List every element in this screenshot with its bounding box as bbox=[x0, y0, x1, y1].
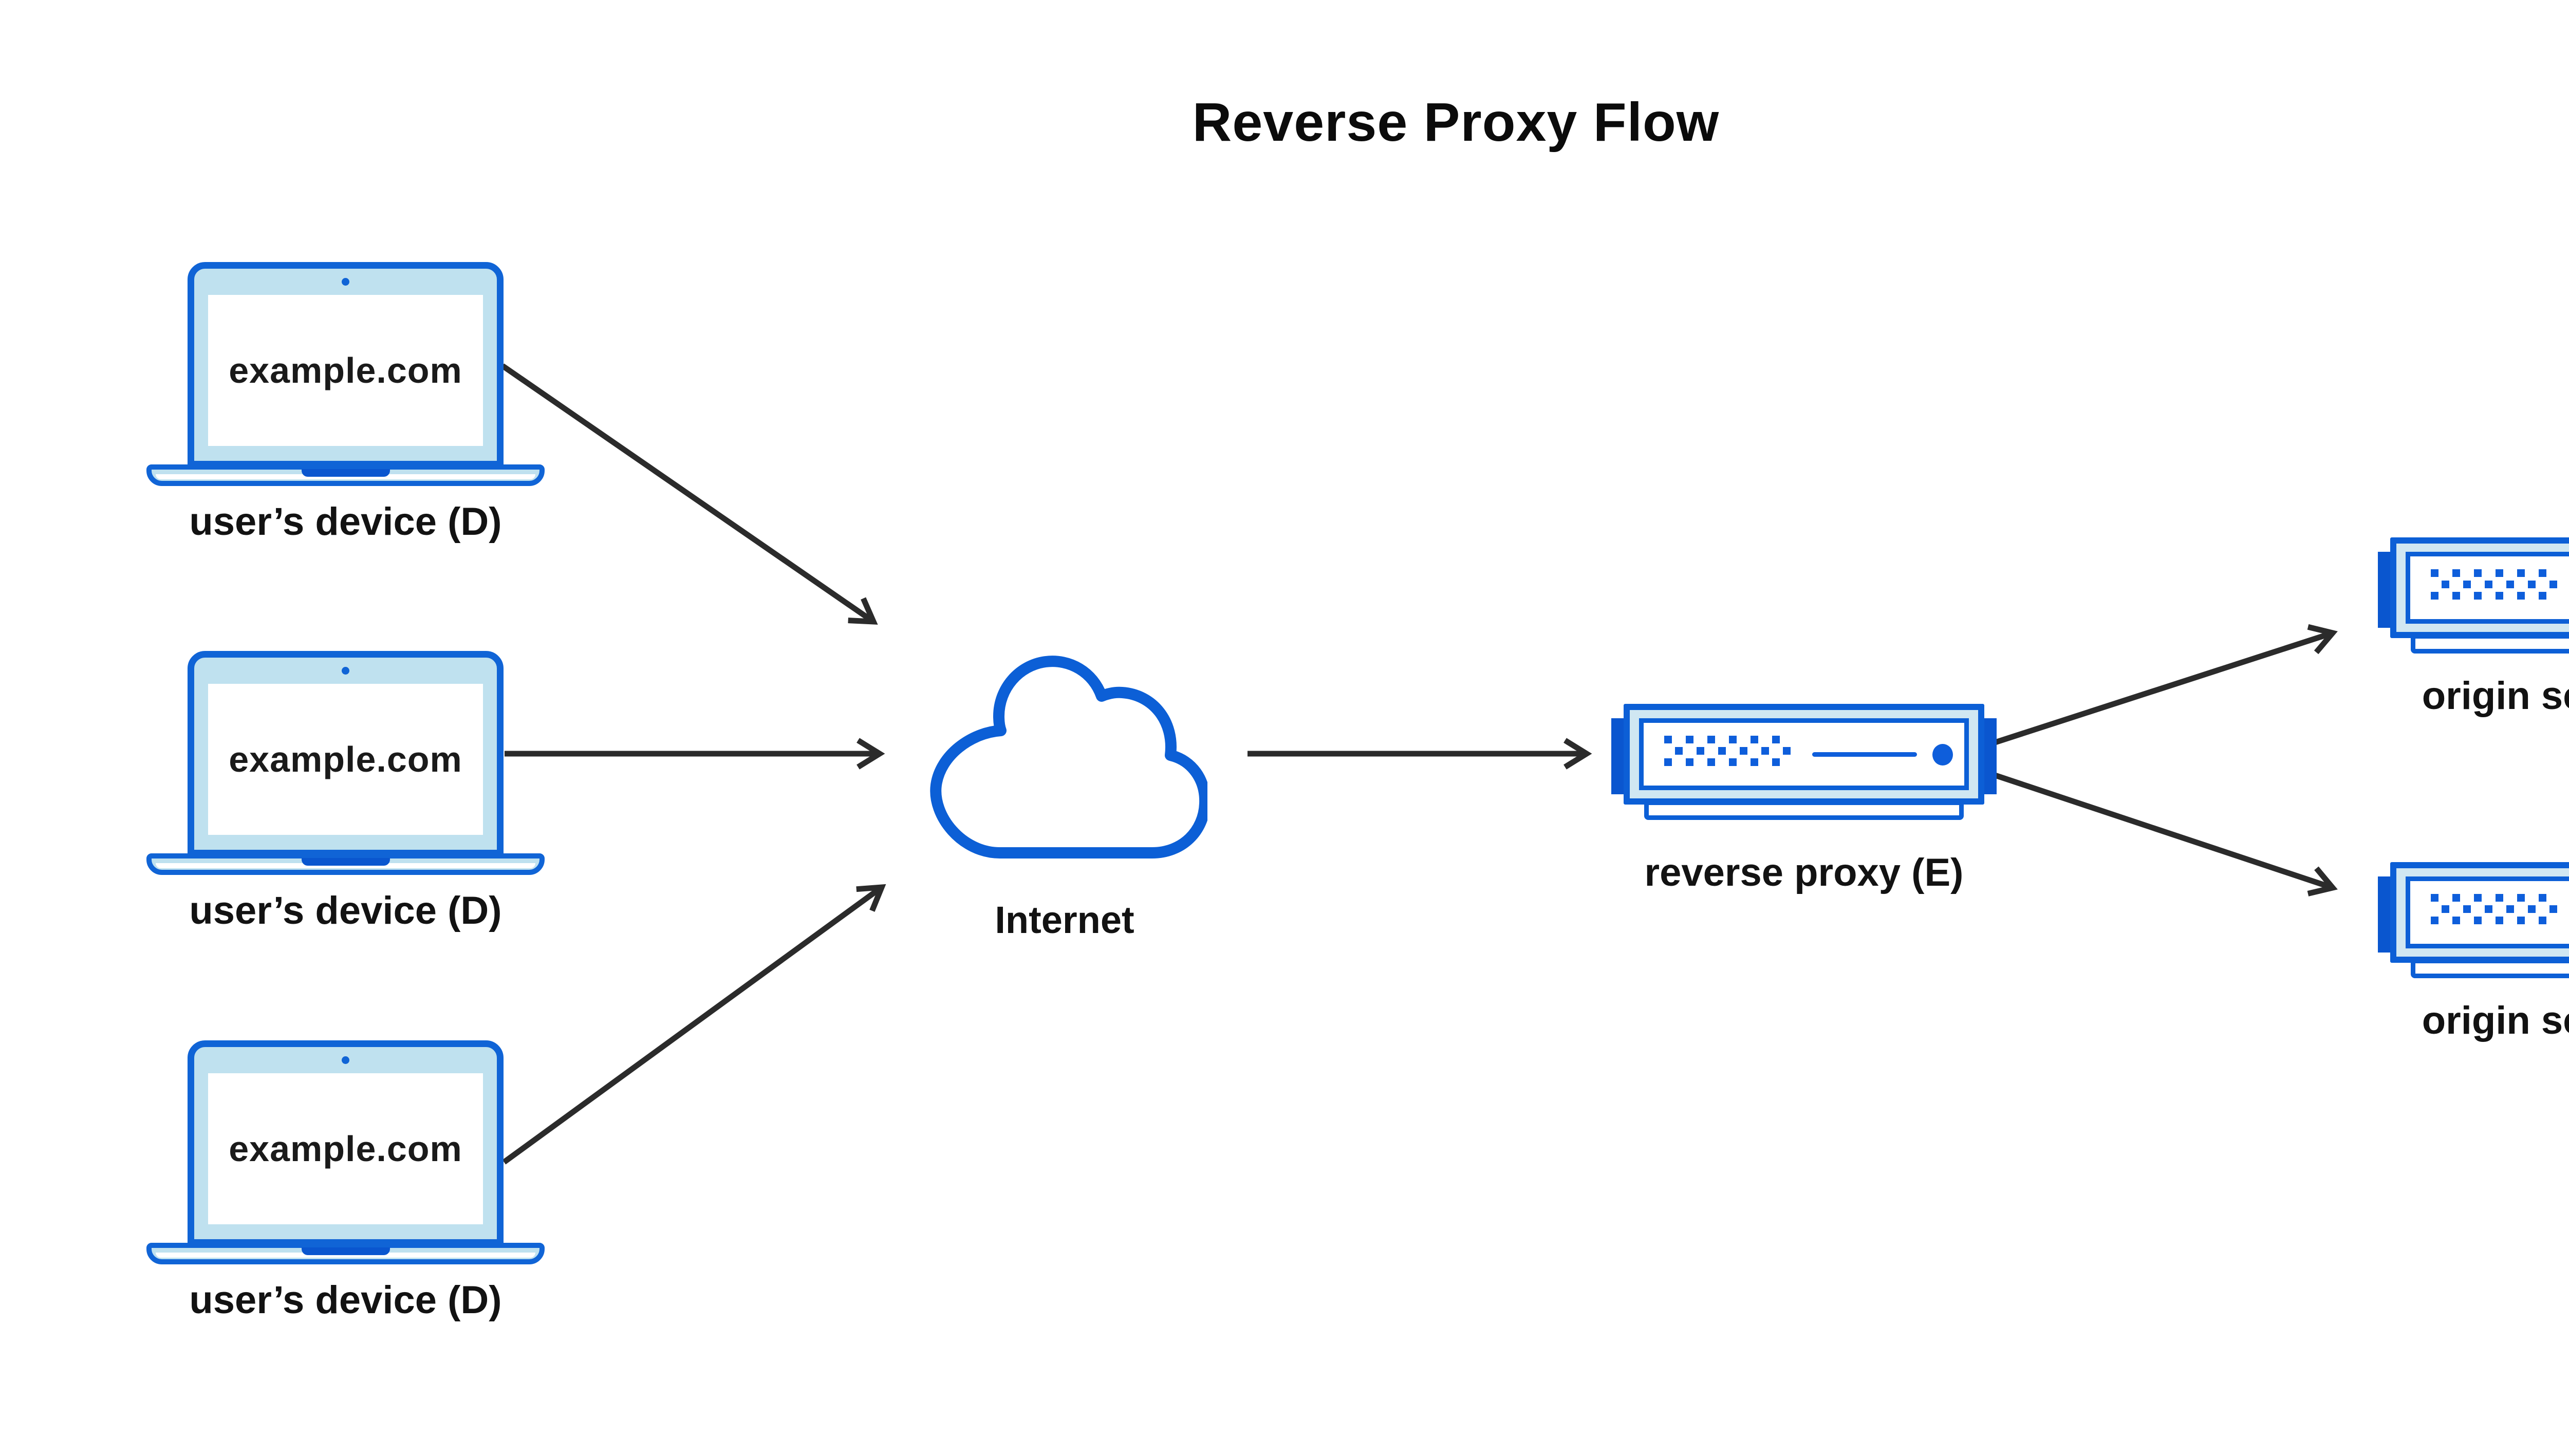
laptop-base bbox=[146, 853, 545, 875]
reverse-proxy-label: reverse proxy (E) bbox=[1644, 851, 1964, 894]
vent-dot-row bbox=[1664, 758, 1780, 766]
laptop-camera-icon bbox=[341, 278, 349, 286]
server-vent-dots-icon bbox=[2431, 894, 2557, 928]
laptop-base-stripe bbox=[156, 863, 535, 868]
laptop-notch bbox=[301, 469, 390, 477]
server-body bbox=[2390, 862, 2569, 963]
origin-server-label-1: origin server (F) bbox=[2422, 674, 2569, 718]
laptop-display: example.com bbox=[208, 1073, 483, 1224]
vent-dot-row bbox=[2431, 917, 2546, 924]
laptop-base bbox=[146, 1243, 545, 1264]
server-slot-line-icon bbox=[1812, 752, 1917, 757]
internet-node: Internet bbox=[922, 654, 1211, 939]
cloud-icon bbox=[930, 656, 1211, 858]
laptop-base-stripe bbox=[156, 1253, 535, 1258]
vent-dot-row bbox=[2442, 905, 2557, 913]
origin-server-node-2 bbox=[2378, 862, 2569, 978]
vent-dot-row bbox=[2431, 592, 2546, 600]
vent-dot-row bbox=[1675, 747, 1791, 755]
origin-server-node-1 bbox=[2378, 537, 2569, 654]
laptop-display: example.com bbox=[208, 684, 483, 835]
vent-dot-row bbox=[2431, 894, 2546, 902]
laptop-camera-icon bbox=[341, 1056, 349, 1064]
laptop-camera-icon bbox=[341, 667, 349, 675]
server-vent-dots-icon bbox=[1664, 736, 1791, 770]
server-led-icon bbox=[1932, 744, 1953, 766]
server-body bbox=[1624, 704, 1984, 805]
device-screen-text: example.com bbox=[229, 350, 462, 390]
vent-dot-row bbox=[2431, 569, 2546, 577]
laptop-display: example.com bbox=[208, 295, 483, 446]
device-label: user’s device (D) bbox=[189, 1278, 502, 1322]
reverse-proxy-node bbox=[1611, 704, 1997, 820]
server-front-panel bbox=[1639, 718, 1969, 790]
device-label: user’s device (D) bbox=[189, 889, 502, 932]
vent-dot-row bbox=[2442, 581, 2557, 588]
server-vent-dots-icon bbox=[2431, 569, 2557, 603]
laptop-base bbox=[146, 464, 545, 486]
arrow-proxy-origin1 bbox=[1993, 624, 2338, 746]
diagram-title: Reverse Proxy Flow bbox=[1192, 92, 1720, 153]
laptop-notch bbox=[301, 1247, 390, 1255]
device-screen-text: example.com bbox=[229, 1129, 462, 1169]
device-label: user’s device (D) bbox=[189, 500, 502, 544]
server-body bbox=[2390, 537, 2569, 638]
origin-server-label-2: origin server (F) bbox=[2422, 999, 2569, 1042]
laptop-screen: example.com bbox=[188, 1040, 504, 1246]
arrow-device1-internet bbox=[500, 363, 878, 625]
laptop-screen: example.com bbox=[188, 651, 504, 856]
arrow-device3-internet bbox=[502, 884, 886, 1165]
device-screen-text: example.com bbox=[229, 739, 462, 779]
laptop-base-stripe bbox=[156, 474, 535, 479]
server-front-panel bbox=[2406, 876, 2569, 948]
server-front-panel bbox=[2406, 552, 2569, 624]
laptop-notch bbox=[301, 858, 390, 866]
internet-label: Internet bbox=[995, 899, 1134, 941]
arrow-proxy-origin2 bbox=[1993, 772, 2338, 897]
laptop-screen: example.com bbox=[188, 262, 504, 468]
vent-dot-row bbox=[1664, 736, 1780, 743]
